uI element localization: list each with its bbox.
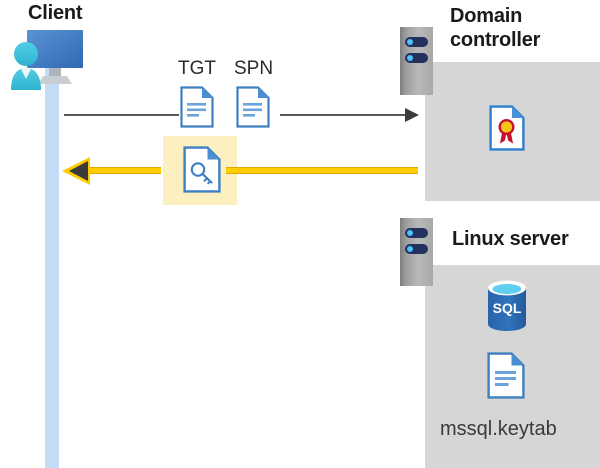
tgt-document-icon <box>180 86 214 128</box>
certificate-icon <box>489 105 525 151</box>
keytab-document-icon <box>487 352 525 399</box>
spn-label: SPN <box>234 58 274 79</box>
spn-document-icon <box>236 86 270 128</box>
client-lifeline <box>45 62 59 468</box>
client-icon <box>8 26 100 90</box>
tgt-label: TGT <box>178 58 216 79</box>
linux-server-title: Linux server <box>452 228 569 250</box>
request-arrowhead-icon <box>405 108 419 122</box>
domain-controller-server-icon <box>400 27 433 95</box>
request-arrow-left-segment <box>64 114 179 116</box>
sql-database-label: SQL <box>493 300 522 316</box>
domain-controller-title: Domain controller <box>450 4 600 52</box>
client-title: Client <box>28 2 83 24</box>
response-arrow-left-segment <box>88 167 161 174</box>
domain-controller-title-line1: Domain <box>450 5 523 27</box>
sql-database-icon: SQL <box>485 278 529 334</box>
linux-server-icon <box>400 218 433 286</box>
keytab-filename-label: mssql.keytab <box>440 418 557 440</box>
request-arrow-right-segment <box>280 114 407 116</box>
response-arrow-right-segment <box>226 167 418 174</box>
response-arrowhead-icon <box>69 161 88 181</box>
domain-controller-title-line2: controller <box>450 29 541 51</box>
service-ticket-key-document-icon <box>183 146 221 193</box>
